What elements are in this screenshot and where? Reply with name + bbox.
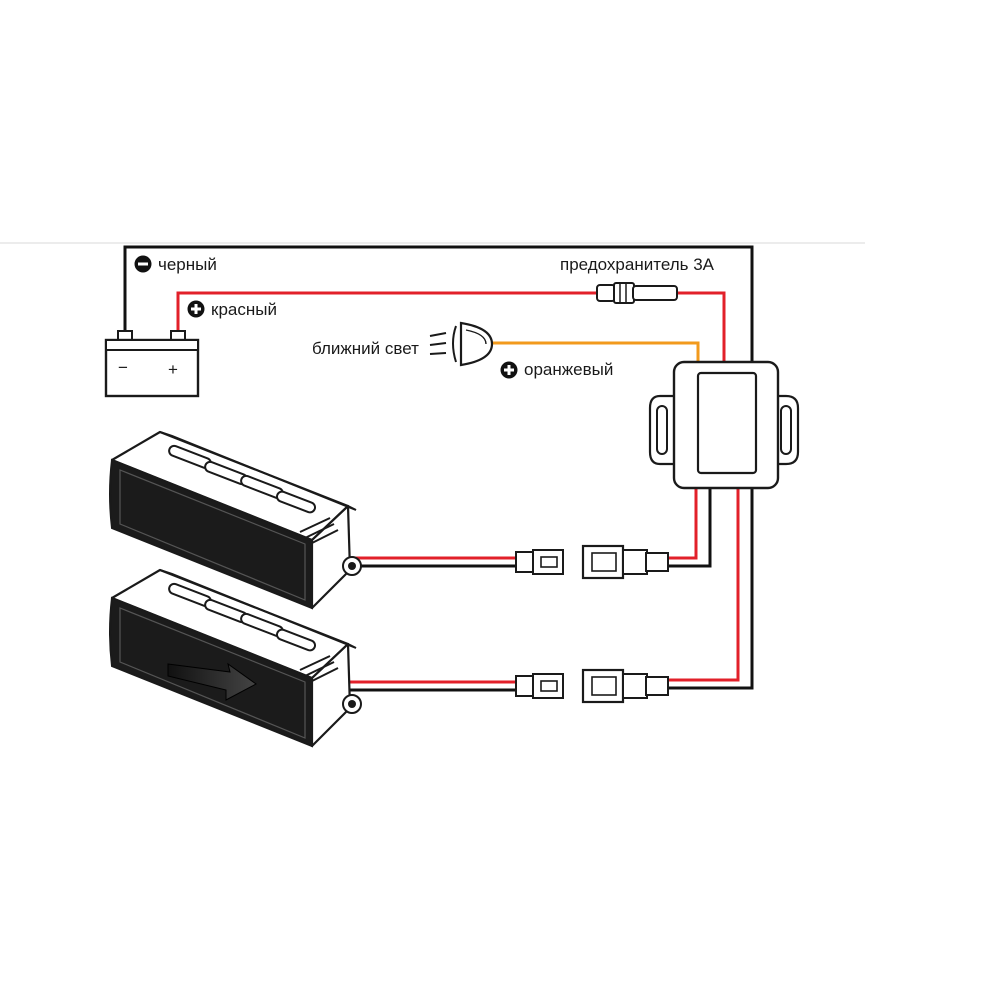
drl-lamp-upper <box>109 430 362 610</box>
minus-badge-icon <box>134 255 152 273</box>
plus-badge-icon <box>187 300 205 318</box>
controller-box <box>648 360 800 490</box>
battery-plus-sign: + <box>168 360 178 379</box>
red-wire-fuse-to-controller <box>678 291 726 363</box>
label-orange: оранжевый <box>524 360 613 379</box>
connector-male-1 <box>515 549 564 575</box>
label-black: черный <box>158 255 217 274</box>
connector-female-2 <box>581 668 669 704</box>
battery: − + <box>104 330 200 398</box>
label-low-beam: ближний свет <box>312 339 419 358</box>
orange-wire-low-beam <box>490 341 700 363</box>
label-red: красный <box>211 300 277 319</box>
low-beam-icon <box>429 321 494 367</box>
label-fuse: предохранитель 3А <box>560 255 715 274</box>
fuse-icon <box>596 282 678 304</box>
red-wire-output-2 <box>668 488 740 682</box>
lamp-arrow-icon <box>167 662 257 701</box>
black-wire-main <box>123 245 754 690</box>
plus-badge-orange-icon <box>500 361 518 379</box>
red-wire-battery <box>176 291 600 336</box>
battery-minus-sign: − <box>118 358 128 377</box>
drl-lamp-lower <box>109 568 362 748</box>
connector-male-2 <box>515 673 564 699</box>
connector-female-1 <box>581 544 669 580</box>
red-wire-output-1 <box>668 488 698 560</box>
black-wire-output-1 <box>668 488 712 568</box>
